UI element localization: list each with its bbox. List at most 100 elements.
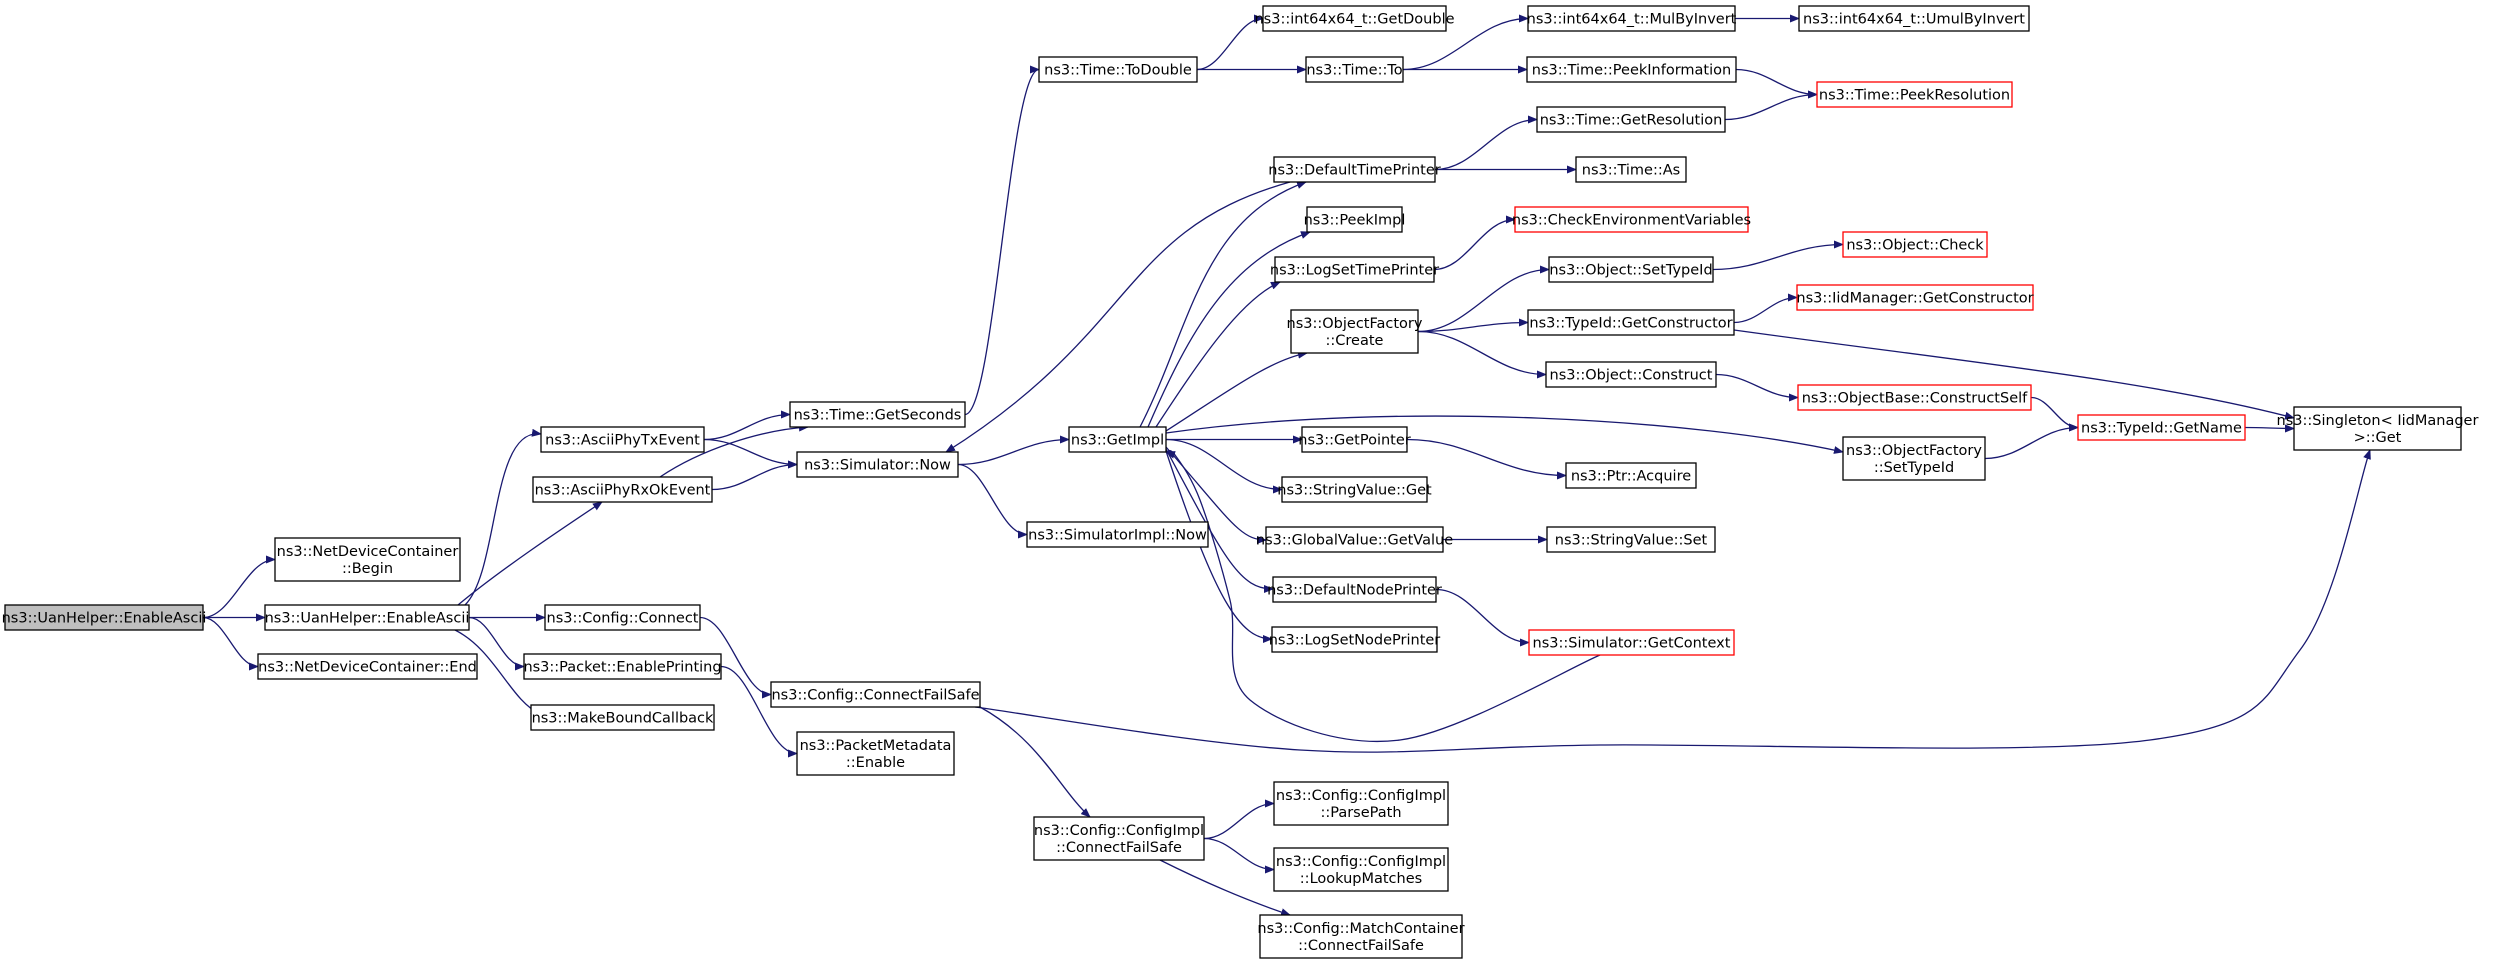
edge-getImpl-to-dtp bbox=[1139, 181, 1307, 428]
node-getSeconds[interactable]: ns3::Time::GetSeconds bbox=[789, 401, 966, 428]
node-boundCb[interactable]: ns3::MakeBoundCallback bbox=[530, 704, 715, 731]
edge-peekInfo-to-peekRes bbox=[1735, 68, 1818, 99]
node-pktEnable[interactable]: ns3::Packet::EnablePrinting bbox=[523, 653, 722, 680]
node-toDouble[interactable]: ns3::Time::ToDouble bbox=[1038, 56, 1198, 83]
node-ciCfs-label-1: ::ConnectFailSafe bbox=[1056, 840, 1182, 856]
node-umul-label-0: ns3::int64x64_t::UmulByInvert bbox=[1803, 12, 2025, 28]
node-root[interactable]: ns3::UanHelper::EnableAscii bbox=[2, 604, 207, 631]
node-mulInvert[interactable]: ns3::int64x64_t::MulByInvert bbox=[1527, 5, 1737, 32]
node-i64GetDouble[interactable]: ns3::int64x64_t::GetDouble bbox=[1254, 5, 1455, 32]
node-svSet[interactable]: ns3::StringValue::Set bbox=[1546, 526, 1716, 553]
node-gvGetValue[interactable]: ns3::GlobalValue::GetValue bbox=[1256, 526, 1453, 553]
edge-getImpl-to-svGet bbox=[1165, 438, 1283, 494]
nodes: ns3::UanHelper::EnableAsciins3::NetDevic… bbox=[2, 5, 2479, 959]
node-rxEvent-label-0: ns3::AsciiPhyRxOkEvent bbox=[535, 483, 711, 499]
node-objConstruct-box bbox=[1545, 361, 1717, 388]
edge-rxEvent-to-simNow bbox=[711, 460, 798, 491]
node-umul[interactable]: ns3::int64x64_t::UmulByInvert bbox=[1798, 5, 2030, 32]
node-uanEnable-box bbox=[264, 604, 470, 631]
node-ofSetTid-box bbox=[1842, 436, 1986, 481]
node-logSetNP[interactable]: ns3::LogSetNodePrinter bbox=[1269, 626, 1441, 653]
edge-ofCreate-to-objConstruct bbox=[1417, 330, 1547, 379]
node-ofCreate[interactable]: ns3::ObjectFactory::Create bbox=[1287, 309, 1423, 354]
node-tidGetName[interactable]: ns3::TypeId::GetName bbox=[2077, 414, 2246, 441]
node-ciLookup-label-0: ns3::Config::ConfigImpl bbox=[1276, 854, 1446, 870]
node-logSetTP[interactable]: ns3::LogSetTimePrinter bbox=[1270, 256, 1439, 283]
edge-getPointer-to-ptrAcquire bbox=[1406, 438, 1567, 480]
node-ofCreate-label-1: ::Create bbox=[1326, 333, 1384, 349]
node-checkEnv[interactable]: ns3::CheckEnvironmentVariables bbox=[1512, 206, 1751, 233]
node-logSetTP-box bbox=[1274, 256, 1435, 283]
edge-tidGetCtor-to-singleton bbox=[1733, 329, 2295, 420]
node-ciParse[interactable]: ns3::Config::ConfigImpl::ParsePath bbox=[1273, 781, 1449, 826]
node-ciParse-label-1: ::ParsePath bbox=[1320, 805, 1401, 821]
edge-getImpl-to-logSetNP bbox=[1165, 450, 1273, 643]
node-getPointer-label-0: ns3::GetPointer bbox=[1298, 433, 1411, 449]
node-tidGetCtor[interactable]: ns3::TypeId::GetConstructor bbox=[1527, 309, 1735, 336]
node-objCheck[interactable]: ns3::Object::Check bbox=[1842, 231, 1988, 258]
node-ciCfs-box bbox=[1033, 816, 1205, 861]
node-peekImpl[interactable]: ns3::PeekImpl bbox=[1304, 206, 1406, 233]
node-i64GetDouble-box bbox=[1262, 5, 1447, 32]
node-peekInfo[interactable]: ns3::Time::PeekInformation bbox=[1526, 56, 1737, 83]
node-uanEnable[interactable]: ns3::UanHelper::EnableAscii bbox=[264, 604, 470, 631]
node-pmEnable-label-1: ::Enable bbox=[846, 755, 905, 771]
node-root-label-0: ns3::UanHelper::EnableAscii bbox=[2, 611, 207, 627]
edge-getImpl-to-ofSetTid bbox=[1165, 415, 1844, 454]
node-objSetTid[interactable]: ns3::Object::SetTypeId bbox=[1548, 256, 1714, 283]
node-obConstructSelf[interactable]: ns3::ObjectBase::ConstructSelf bbox=[1797, 384, 2032, 411]
node-getImpl-box bbox=[1068, 426, 1167, 453]
node-svGet[interactable]: ns3::StringValue::Get bbox=[1277, 476, 1432, 503]
node-objConstruct[interactable]: ns3::Object::Construct bbox=[1545, 361, 1717, 388]
node-ciLookup-box bbox=[1273, 847, 1449, 892]
node-simImplNow-label-0: ns3::SimulatorImpl::Now bbox=[1028, 528, 1207, 544]
edge-getRes-to-peekRes bbox=[1724, 90, 1818, 121]
node-singleton[interactable]: ns3::Singleton< IidManager >::Get bbox=[2277, 406, 2479, 451]
node-tidGetCtor-box bbox=[1527, 309, 1735, 336]
node-ndcEnd[interactable]: ns3::NetDeviceContainer::End bbox=[257, 653, 478, 680]
node-dnp-label-0: ns3::DefaultNodePrinter bbox=[1267, 583, 1442, 599]
node-getImpl[interactable]: ns3::GetImpl bbox=[1068, 426, 1167, 453]
edge-ciCfs-to-ciLookup bbox=[1203, 837, 1275, 874]
node-simNow[interactable]: ns3::Simulator::Now bbox=[796, 451, 959, 478]
node-cfs[interactable]: ns3::Config::ConnectFailSafe bbox=[770, 681, 981, 708]
node-dnp[interactable]: ns3::DefaultNodePrinter bbox=[1267, 576, 1442, 603]
node-getPointer[interactable]: ns3::GetPointer bbox=[1298, 426, 1411, 453]
edge-rxEvent-to-getSeconds bbox=[659, 423, 809, 478]
node-ofCreate-box bbox=[1290, 309, 1419, 354]
node-mcCfs[interactable]: ns3::Config::MatchContainer::ConnectFail… bbox=[1257, 914, 1465, 959]
node-timeAs-label-0: ns3::Time::As bbox=[1582, 163, 1680, 179]
node-cfs-label-0: ns3::Config::ConnectFailSafe bbox=[771, 688, 979, 704]
node-dtp-box bbox=[1273, 156, 1436, 183]
node-ciCfs[interactable]: ns3::Config::ConfigImpl::ConnectFailSafe bbox=[1033, 816, 1205, 861]
node-peekRes[interactable]: ns3::Time::PeekResolution bbox=[1816, 81, 2013, 108]
node-iidGetCtor[interactable]: ns3::IidManager::GetConstructor bbox=[1796, 284, 2034, 311]
node-cfgConnect[interactable]: ns3::Config::Connect bbox=[544, 604, 701, 631]
node-checkEnv-box bbox=[1514, 206, 1749, 233]
node-objSetTid-box bbox=[1548, 256, 1714, 283]
node-getPointer-box bbox=[1301, 426, 1408, 453]
node-timeAs-box bbox=[1575, 156, 1687, 183]
node-ofSetTid[interactable]: ns3::ObjectFactory::SetTypeId bbox=[1842, 436, 1986, 481]
node-ndcBegin[interactable]: ns3::NetDeviceContainer::Begin bbox=[274, 537, 461, 582]
node-pmEnable[interactable]: ns3::PacketMetadata::Enable bbox=[796, 731, 955, 776]
node-timeAs[interactable]: ns3::Time::As bbox=[1575, 156, 1687, 183]
edge-ofCreate-to-tidGetCtor bbox=[1417, 318, 1529, 333]
node-ciLookup[interactable]: ns3::Config::ConfigImpl::LookupMatches bbox=[1273, 847, 1449, 892]
node-txEvent[interactable]: ns3::AsciiPhyTxEvent bbox=[540, 426, 705, 453]
node-ndcBegin-box bbox=[274, 537, 461, 582]
node-svGet-label-0: ns3::StringValue::Get bbox=[1277, 483, 1432, 499]
node-objConstruct-label-0: ns3::Object::Construct bbox=[1550, 368, 1713, 384]
node-getImpl-label-0: ns3::GetImpl bbox=[1071, 433, 1164, 449]
edge-root-to-ndcBegin bbox=[202, 555, 276, 619]
node-iidGetCtor-box bbox=[1796, 284, 2034, 311]
node-rxEvent[interactable]: ns3::AsciiPhyRxOkEvent bbox=[532, 476, 713, 503]
node-getRes[interactable]: ns3::Time::GetResolution bbox=[1536, 106, 1726, 133]
node-timeTo[interactable]: ns3::Time::To bbox=[1305, 56, 1404, 83]
node-simNow-box bbox=[796, 451, 959, 478]
node-dtp[interactable]: ns3::DefaultTimePrinter bbox=[1268, 156, 1441, 183]
node-simImplNow[interactable]: ns3::SimulatorImpl::Now bbox=[1026, 521, 1209, 548]
node-pktEnable-label-0: ns3::Packet::EnablePrinting bbox=[523, 660, 721, 676]
node-simGetCtx[interactable]: ns3::Simulator::GetContext bbox=[1528, 629, 1735, 656]
node-ptrAcquire[interactable]: ns3::Ptr::Acquire bbox=[1565, 462, 1697, 489]
